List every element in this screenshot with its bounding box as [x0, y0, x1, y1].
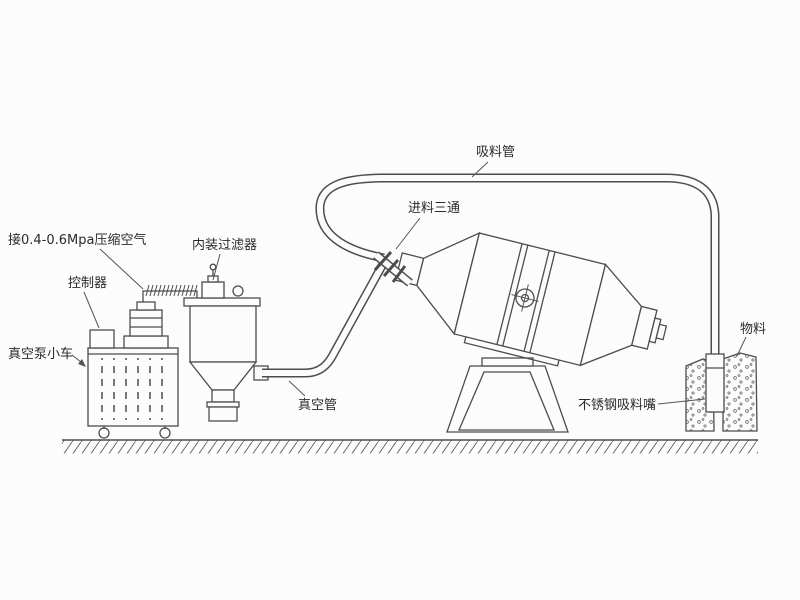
vacuum-hopper: [183, 263, 269, 422]
controller-unit: [89, 329, 115, 349]
suction-pipe: [315, 173, 720, 360]
lid-port: [232, 285, 244, 297]
leader-feed-tee: [395, 217, 421, 250]
label-material: 物料: [740, 322, 766, 337]
label-feed-tee: 进料三通: [408, 201, 460, 216]
feed-tee: [373, 251, 413, 287]
label-controller: 控制器: [68, 276, 107, 291]
labels: 接0.4-0.6Mpa压缩空气 控制器 真空泵小车 内装过滤器 真空管 吸料管 …: [8, 145, 766, 413]
label-built-in-filter: 内装过滤器: [192, 237, 257, 253]
vacuum-pipe: [262, 261, 387, 378]
mixer-drum: [394, 231, 668, 367]
leader-material: [736, 336, 747, 357]
label-vacuum-pump-cart: 真空泵小车: [8, 346, 73, 362]
caster-wheels: [98, 426, 171, 439]
label-suction-pipe: 吸料管: [476, 145, 515, 160]
suction-nozzle: [705, 353, 725, 413]
trunnion-axis: [511, 284, 539, 312]
filter-housing: [201, 263, 244, 299]
vacuum-pump-cart: [87, 301, 179, 439]
label-stainless-steel-nozzle: 不锈钢吸料嘴: [578, 398, 656, 413]
leader-suction-pipe: [471, 161, 489, 178]
leader-nozzle: [657, 398, 706, 405]
pump-motor: [123, 301, 169, 349]
leader-pump-cart-arrowhead: [78, 359, 86, 367]
label-compressed-air: 接0.4-0.6Mpa压缩空气: [8, 232, 146, 248]
leader-compressed-air: [99, 248, 144, 290]
leader-filter: [212, 253, 221, 281]
compressed-air-hose: [142, 284, 198, 302]
ground: [62, 439, 758, 454]
label-vacuum-pipe: 真空管: [298, 398, 337, 413]
leader-pump-cart: [71, 354, 82, 363]
material-container-right: [722, 352, 758, 432]
leader-controller: [83, 291, 100, 329]
leader-vacuum-pipe: [288, 380, 306, 397]
mixer-stand: [446, 357, 569, 433]
